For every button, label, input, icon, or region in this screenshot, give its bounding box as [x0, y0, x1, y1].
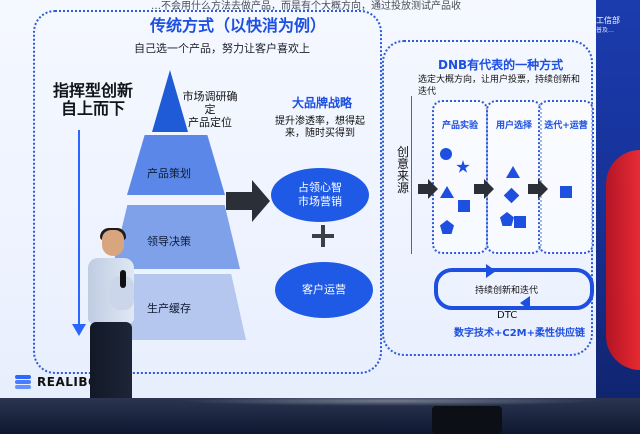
pyramid-label-3: 生产缓存: [147, 302, 191, 315]
triangle-icon: [440, 186, 454, 198]
card-title-1: 产品实验: [441, 121, 478, 131]
card-title-3: 迭代+运营: [544, 121, 588, 131]
slide-top-text: …不会用什么方法去做产品，而是有个大概方向，通过投放测试产品收: [151, 1, 461, 12]
stage-floor-light: [180, 396, 600, 406]
traditional-subtitle: 自己选一个产品，努力让客户喜欢上: [134, 42, 310, 55]
triangle-icon-2: [506, 166, 520, 178]
card-iteration-operation: [538, 100, 594, 254]
side-badge-line1: 工信部: [596, 16, 620, 25]
loop-arrow-right-icon: [486, 264, 496, 278]
iteration-loop: [434, 268, 594, 310]
pyramid-layer-product-planning: [127, 135, 225, 195]
pentagon-icon-2: [500, 212, 514, 226]
circle-icon: [440, 148, 452, 160]
down-arrow-icon: [72, 324, 86, 336]
realibox-logo-icon: [15, 375, 31, 389]
pyramid-top: [152, 70, 188, 132]
ellipse-mindshare-text: 占领心智市场营销: [298, 181, 342, 208]
pyramid-label-2: 领导决策: [147, 235, 191, 248]
microphone-icon: [120, 270, 126, 288]
dtc-subtitle: 数字技术+C2M+柔性供应链: [454, 328, 586, 339]
top-down-line-2: 自上而下: [60, 99, 125, 118]
arrow-body-3: [528, 184, 540, 194]
market-research-label: 市场调研确定 产品定位: [180, 90, 240, 129]
right-arrow-head-icon: [252, 180, 270, 222]
side-badge: 工信部 普及…: [596, 16, 640, 36]
dnb-vertical-label: 创意来源: [397, 145, 410, 195]
top-down-arrow-line: [78, 130, 80, 330]
side-badge-line2: 普及…: [596, 27, 615, 34]
card-title-2: 用户选择: [495, 121, 532, 131]
square-icon: [458, 200, 470, 212]
market-research-line-2: 产品定位: [188, 116, 232, 129]
square-icon-3: [560, 186, 572, 198]
top-down-label: 指挥型创新 自上而下: [52, 82, 134, 118]
pyramid-layer-leadership-decision: [112, 205, 240, 269]
dnb-title: DNB有代表的一种方式: [438, 58, 564, 72]
top-down-line-1: 指挥型创新: [52, 81, 133, 100]
pyramid-label-1: 产品策划: [147, 167, 191, 180]
brand-strategy-desc: 提升渗透率，想得起来，随时买得到: [275, 116, 365, 139]
realibox-logo: REALIBOX: [15, 375, 108, 389]
market-research-line-1: 市场调研确定: [182, 90, 238, 116]
pentagon-icon: [440, 220, 454, 234]
stage-floor: [0, 398, 640, 434]
ellipse-customer-operation-text: 客户运营: [302, 283, 346, 296]
ellipse-mindshare: 占领心智市场营销: [271, 168, 369, 222]
plus-icon: [312, 225, 334, 247]
red-swoosh-decoration: [606, 150, 640, 370]
stage-monitor: [432, 406, 502, 434]
arrow-right-icon-3: [538, 179, 548, 199]
arrow-right-icon-2: [484, 179, 494, 199]
realibox-logo-text: REALIBOX: [37, 375, 109, 389]
dnb-vertical-line: [411, 96, 412, 254]
ellipse-customer-operation: 客户运营: [275, 262, 373, 318]
arrow-body-1: [418, 184, 430, 194]
traditional-panel: [33, 10, 382, 374]
loop-label: 持续创新和迭代: [472, 283, 542, 296]
dnb-subtitle: 选定大概方向，让用户投票，持续创新和迭代: [418, 75, 581, 97]
traditional-title: 传统方式（以快消为例）: [150, 16, 327, 35]
arrow-right-icon-1: [428, 179, 438, 199]
speaker-head: [102, 230, 124, 256]
right-arrow-icon: [226, 192, 254, 210]
dtc-label: DTC: [497, 310, 518, 321]
arrow-body-2: [474, 184, 486, 194]
square-icon-2: [514, 216, 526, 228]
loop-arrow-left-icon: [520, 296, 530, 310]
brand-strategy-title: 大品牌战略: [292, 96, 353, 110]
